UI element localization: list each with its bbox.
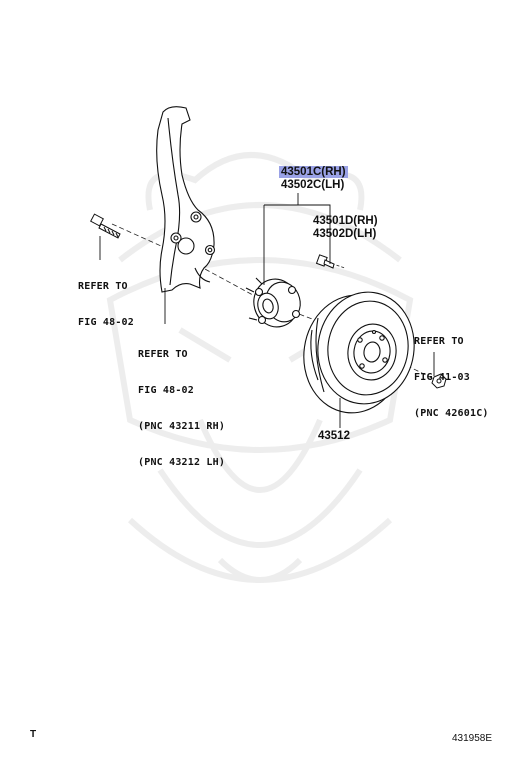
reference-line: (PNC 43211 RH) (138, 421, 226, 432)
hub-nut-icon (431, 373, 447, 389)
hub-bearing-icon (245, 277, 301, 328)
hub-bolt-icon (315, 254, 335, 269)
figure-id: 431958E (452, 733, 493, 744)
part-number-bolt-lh[interactable]: 43502D(LH) (313, 228, 377, 240)
reference-line: (PNC 43212 LH) (138, 457, 226, 468)
reference-line: (PNC 42601C) (414, 408, 489, 419)
reference-line: REFER TO (414, 336, 464, 347)
brake-rotor-icon (303, 291, 415, 414)
part-number-rotor[interactable]: 43512 (318, 430, 350, 442)
reference-line: REFER TO (78, 281, 128, 292)
reference-line: FIG 41-03 (414, 372, 470, 383)
bolt-icon (90, 213, 121, 239)
reference-line: FIG 48-02 (78, 317, 134, 328)
part-number-bolt-rh[interactable]: 43501D(RH) (313, 215, 378, 227)
reference-knuckle[interactable]: REFER TO FIG 48-02 (PNC 43211 RH) (PNC 4… (138, 325, 225, 493)
assembly-axis (111, 223, 441, 383)
reference-line: REFER TO (138, 349, 188, 360)
reference-line: FIG 48-02 (138, 385, 194, 396)
leader-lines (99, 193, 435, 428)
part-number-hub-rh[interactable]: 43501C(RH) (279, 166, 348, 178)
reference-nut[interactable]: REFER TO FIG 41-03 (PNC 42601C) (414, 312, 489, 444)
footer-mark: T (30, 729, 37, 740)
reference-bolt[interactable]: REFER TO FIG 48-02 (78, 257, 134, 353)
part-number-hub-lh[interactable]: 43502C(LH) (281, 179, 345, 191)
bolt-axis (326, 261, 346, 269)
steering-knuckle-icon (156, 106, 216, 293)
